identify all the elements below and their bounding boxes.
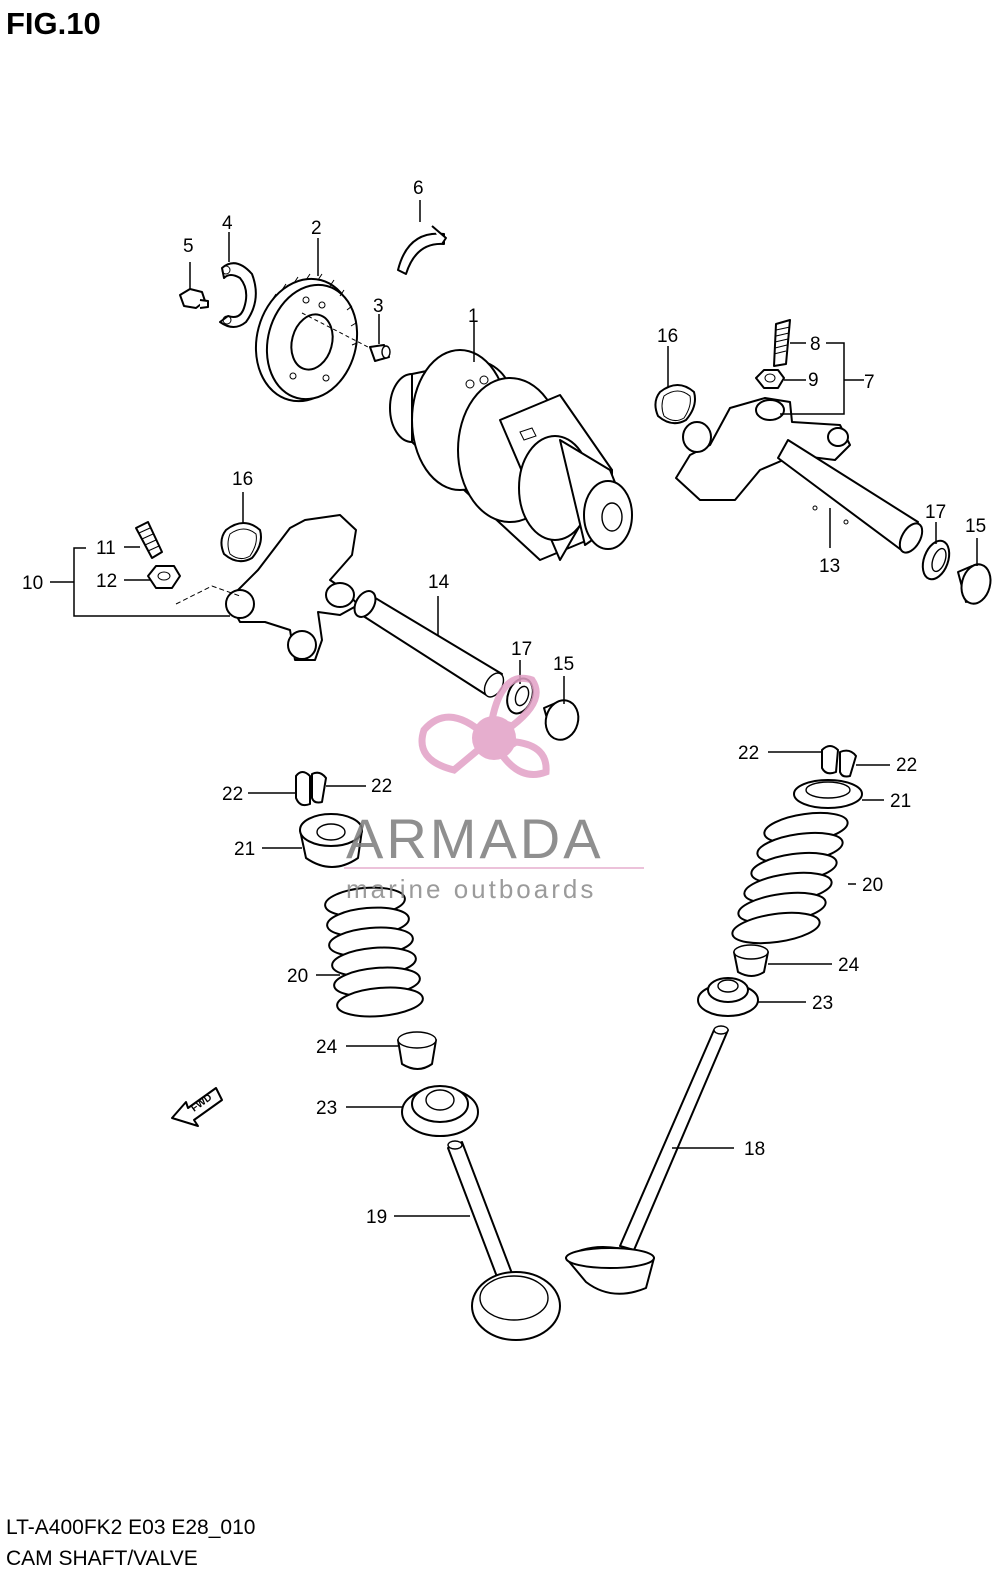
callout-21-right: 21: [890, 791, 911, 812]
callout-5: 5: [183, 236, 194, 257]
callout-4: 4: [222, 213, 233, 234]
callout-21-left: 21: [234, 839, 255, 860]
figure-footer: LT-A400FK2 E03 E28_010 CAM SHAFT/VALVE: [6, 1512, 255, 1574]
fwd-arrow-icon: FWD: [171, 1087, 223, 1127]
callout-17-right: 17: [925, 502, 946, 523]
part-10-rocker-arm-left[interactable]: [175, 514, 359, 661]
watermark-name: ARMADA: [346, 807, 604, 870]
part-8-adjust-screw-right[interactable]: [773, 319, 791, 367]
part-3-pin[interactable]: [301, 312, 391, 362]
callout-23-left: 23: [316, 1098, 337, 1119]
part-24-guide-left[interactable]: [397, 1031, 437, 1070]
part-24-guide-right[interactable]: [733, 944, 769, 977]
callout-6: 6: [413, 178, 424, 199]
callout-13: 13: [819, 556, 840, 577]
callout-10: 10: [22, 573, 43, 594]
callout-12: 12: [96, 571, 117, 592]
callout-24-right: 24: [838, 955, 860, 976]
part-23-seat-right[interactable]: [697, 977, 759, 1017]
callout-15-left: 15: [553, 654, 574, 675]
part-21-retainer-left[interactable]: [299, 813, 363, 868]
callout-7: 7: [864, 372, 875, 393]
part-1-camshaft[interactable]: [389, 349, 633, 561]
part-22-cotter-right[interactable]: [821, 745, 857, 778]
part-9-nut-right[interactable]: [755, 369, 785, 389]
callout-22-right-a: 22: [738, 743, 759, 764]
part-11-adjust-screw-left[interactable]: [135, 521, 163, 559]
callout-1: 1: [468, 306, 479, 327]
part-12-nut-left[interactable]: [147, 565, 181, 589]
figure-caption: CAM SHAFT/VALVE: [6, 1547, 198, 1570]
callout-14: 14: [428, 572, 450, 593]
callout-3: 3: [373, 296, 384, 317]
part-13-rocker-shaft-right[interactable]: [777, 439, 927, 556]
part-15-cap-right[interactable]: [957, 561, 994, 607]
callout-23-right: 23: [812, 993, 833, 1014]
part-17-seal-right[interactable]: [918, 537, 954, 583]
part-15-cap-left[interactable]: [541, 697, 582, 744]
callout-22-right-b: 22: [896, 755, 917, 776]
part-18-valve-right[interactable]: [565, 1025, 729, 1295]
part-5-bolt[interactable]: [179, 288, 209, 309]
model-code: LT-A400FK2 E03 E28_010: [6, 1516, 256, 1539]
callout-9: 9: [808, 370, 819, 391]
part-7-rocker-arm-right[interactable]: [675, 397, 851, 501]
part-22-cotter-left[interactable]: [295, 771, 327, 807]
leader-lines: [50, 200, 978, 1217]
callout-22-left-a: 22: [222, 784, 243, 805]
callout-2: 2: [311, 218, 322, 239]
callout-18: 18: [744, 1139, 765, 1160]
part-6-stopper[interactable]: [397, 225, 447, 275]
callout-16-right: 16: [657, 326, 678, 347]
part-4-lock-plate[interactable]: [219, 262, 257, 328]
callout-11: 11: [96, 538, 116, 559]
part-2-cam-sprocket[interactable]: [243, 268, 370, 413]
watermark-subtitle: marine outboards: [346, 874, 596, 904]
part-19-valve-left[interactable]: [447, 1140, 561, 1341]
callout-22-left-b: 22: [371, 776, 392, 797]
part-20-spring-left[interactable]: [324, 885, 424, 1020]
callout-17-left: 17: [511, 639, 532, 660]
callout-20-right: 20: [862, 875, 883, 896]
callout-15-right: 15: [965, 516, 986, 537]
callout-labels: 1 2 3 4 5 6 7 8 9 10 11 12 13 14 15 15 1…: [22, 178, 986, 1228]
part-23-seat-left[interactable]: [401, 1085, 479, 1137]
part-21-retainer-right[interactable]: [793, 779, 863, 809]
callout-19: 19: [366, 1207, 387, 1228]
part-16-oring-left[interactable]: [220, 522, 262, 563]
armada-watermark: ARMADA marine outboards: [344, 675, 644, 904]
figure-title: FIG.10: [6, 6, 101, 41]
propeller-logo-icon: [418, 675, 550, 778]
callout-20-left: 20: [287, 966, 308, 987]
part-14-rocker-shaft-left[interactable]: [350, 587, 507, 700]
callout-8: 8: [810, 334, 821, 355]
callout-16-left: 16: [232, 469, 253, 490]
part-20-spring-right[interactable]: [730, 808, 849, 948]
part-16-oring-right[interactable]: [654, 384, 696, 425]
callout-24-left: 24: [316, 1037, 338, 1058]
